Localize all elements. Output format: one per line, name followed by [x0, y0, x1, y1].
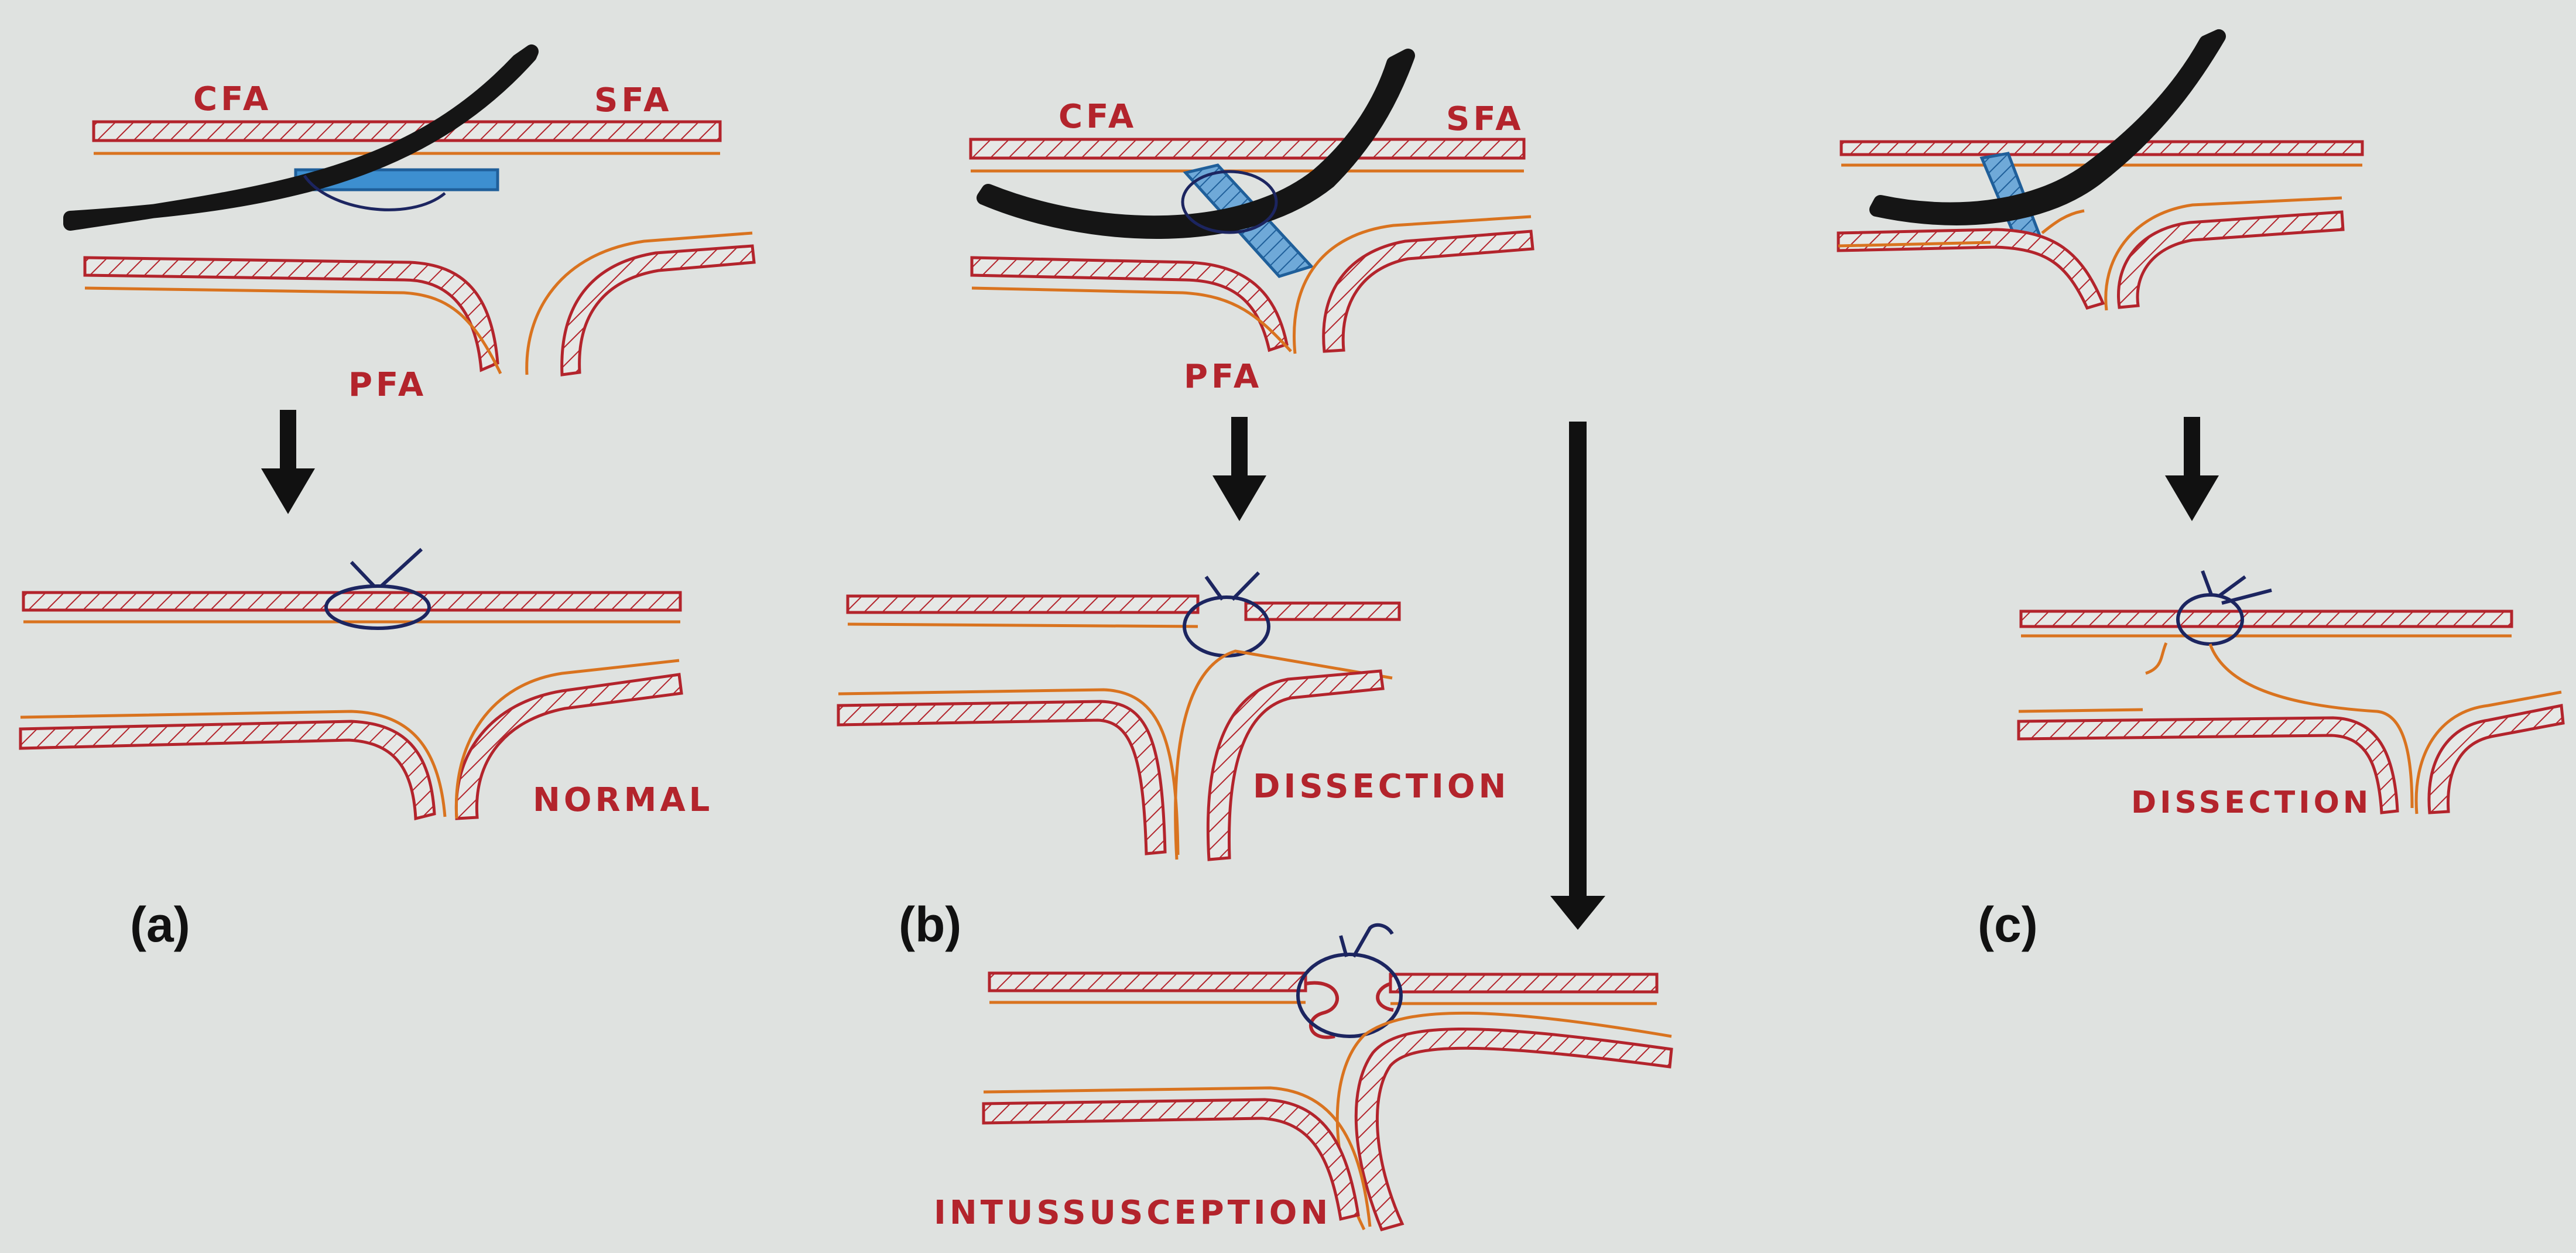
pfa-right-wall-a [560, 244, 756, 376]
panel-b-before [969, 49, 1534, 354]
panel-a: CFA SFA PFA NORMAL (a) [19, 44, 756, 952]
panel-c-after [2017, 570, 2565, 814]
suture-loop-a [324, 584, 431, 630]
sheath-b [977, 49, 1415, 239]
label-sfa-b: SFA [1446, 100, 1525, 138]
arrow-down-b [1212, 417, 1266, 521]
label-sfa-a: SFA [594, 81, 673, 119]
panel-label-b: (b) [899, 897, 961, 952]
panel-label-a: (a) [130, 897, 190, 952]
panel-label-c: (c) [1978, 897, 2038, 952]
panel-a-before [63, 44, 756, 376]
sheath-a [63, 44, 539, 231]
panel-b: CFA SFA PFA DISSECTION (b) [837, 49, 1673, 1232]
panel-b-dissection [837, 571, 1401, 861]
label-dissection-b: DISSECTION [1253, 768, 1509, 806]
arrow-down-a [261, 410, 315, 514]
sheath-c [1869, 29, 2226, 225]
label-cfa-b: CFA [1059, 98, 1137, 136]
intussusception-fold [1305, 981, 1339, 1039]
panel-c-before [1837, 29, 2364, 311]
cfa-lower-wall-a [83, 256, 499, 372]
arrow-down-long-b [1550, 422, 1605, 930]
suture-loop-intussusception [1296, 953, 1403, 1038]
label-pfa-a: PFA [348, 366, 427, 404]
label-dissection-c: DISSECTION [2131, 785, 2372, 820]
panel-c: DISSECTION (c) [1837, 29, 2565, 952]
label-cfa-a: CFA [193, 80, 272, 118]
label-intussusception: INTUSSUSCEPTION [934, 1194, 1331, 1232]
panel-a-after [19, 547, 683, 821]
panel-b-intussusception [982, 923, 1673, 1232]
label-pfa-b: PFA [1184, 358, 1262, 396]
arrow-down-c [2165, 417, 2219, 521]
label-normal: NORMAL [533, 781, 713, 819]
